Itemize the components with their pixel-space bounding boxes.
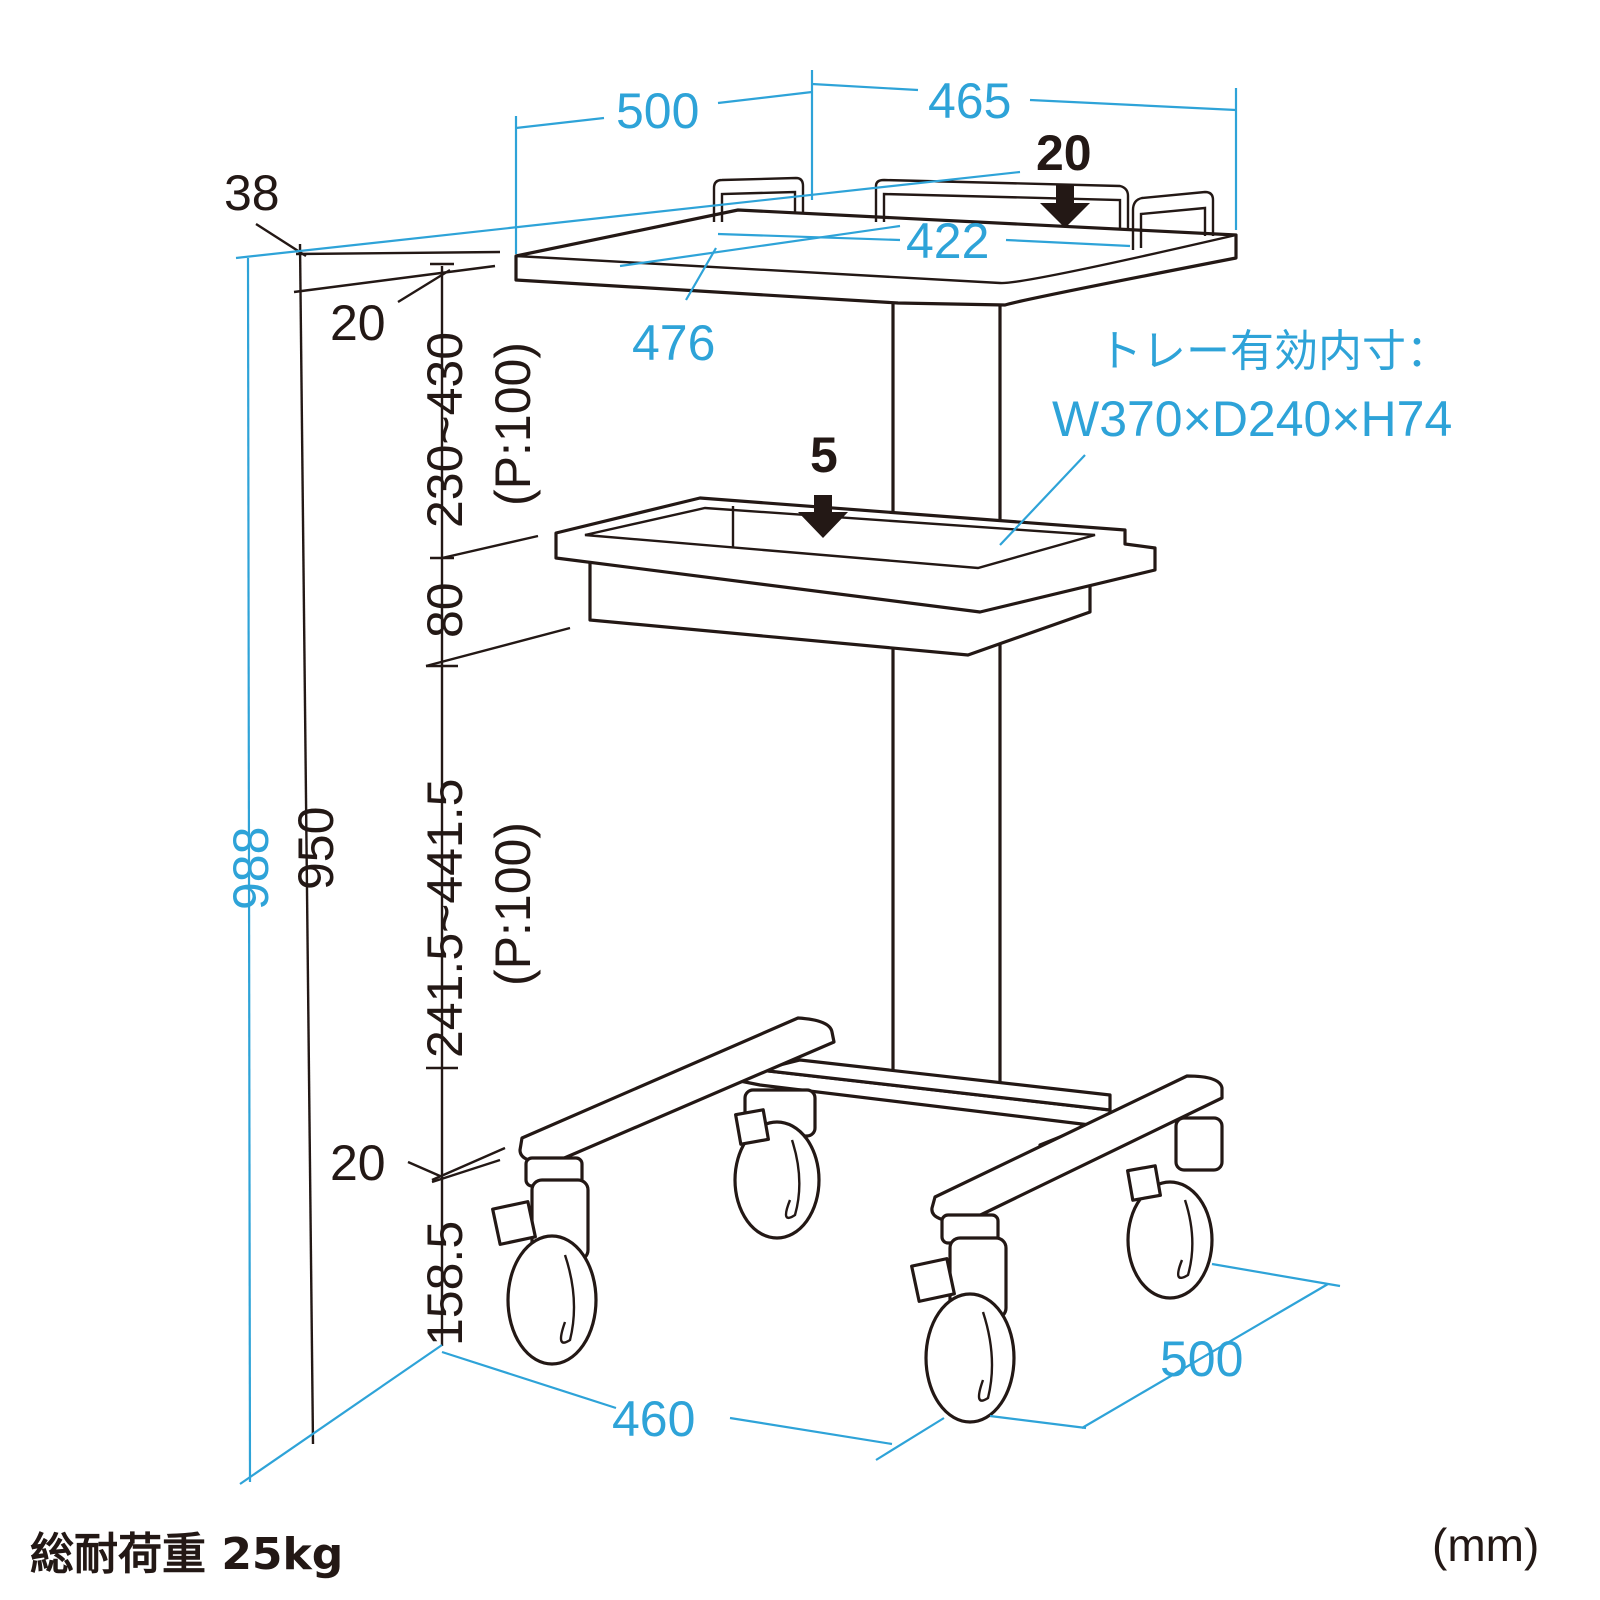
caster-rear-right	[1126, 1116, 1224, 1300]
dim-top-thickness: 20	[330, 295, 386, 351]
caster-front-right	[910, 1213, 1016, 1424]
dim-inner-depth: 476	[632, 315, 715, 371]
cart-drawing	[491, 176, 1238, 1424]
cart-column	[891, 298, 1002, 1106]
top-shelf-handle-right	[1131, 190, 1215, 250]
dim-caster-height: 158.5	[417, 1221, 473, 1346]
dim-tray-to-base: 241.5~441.5	[417, 779, 473, 1058]
top-shelf-handle-left	[712, 176, 805, 222]
unit-label: (mm)	[1432, 1519, 1540, 1571]
dim-top-shelf-pitch: (P:100)	[485, 342, 541, 506]
tray-note-line1: トレー有効内寸：	[1098, 326, 1450, 377]
tray-rim	[554, 496, 1157, 614]
dim-handle-height: 20	[1036, 125, 1092, 181]
tray-note-line2: W370×D240×H74	[1052, 391, 1452, 447]
dim-tray-load: 5	[810, 427, 838, 483]
total-load-label: 総耐荷重 25kg	[30, 1529, 344, 1580]
dim-base-depth: 500	[1160, 1331, 1243, 1387]
dim-top-shelf-range: 230~430	[417, 332, 473, 528]
top-shelf	[514, 176, 1238, 307]
dim-total-height: 988	[223, 827, 279, 910]
dim-edge: 38	[224, 165, 280, 221]
dim-base-width: 460	[612, 1391, 695, 1447]
dimension-labels: 500 465 20 422 476 38 20 5 20 460 500 23…	[223, 73, 1243, 1447]
tray	[554, 496, 1157, 657]
dim-base-pitch: (P:100)	[485, 822, 541, 986]
dim-height-950: 950	[288, 807, 344, 890]
base-left-rail	[518, 1016, 836, 1164]
caster-rear-left	[733, 1088, 821, 1240]
blue-dimension-lines	[235, 70, 1341, 1485]
black-dimension-lines	[255, 222, 571, 1445]
dim-inner-width: 422	[906, 213, 989, 269]
load-arrow-tray	[798, 495, 848, 538]
dim-tray-gap: 80	[417, 582, 473, 638]
caster-front-left	[491, 1156, 598, 1366]
top-shelf-handle-mid	[874, 178, 1130, 230]
load-arrow-top	[1040, 185, 1090, 228]
base-right-rail	[930, 1074, 1224, 1224]
dim-base-thickness: 20	[330, 1135, 386, 1191]
tray-note: トレー有効内寸： W370×D240×H74	[1052, 326, 1452, 447]
dim-width-top: 500	[616, 83, 699, 139]
dim-depth-top: 465	[928, 73, 1011, 129]
tray-inner-rim	[584, 506, 1096, 570]
